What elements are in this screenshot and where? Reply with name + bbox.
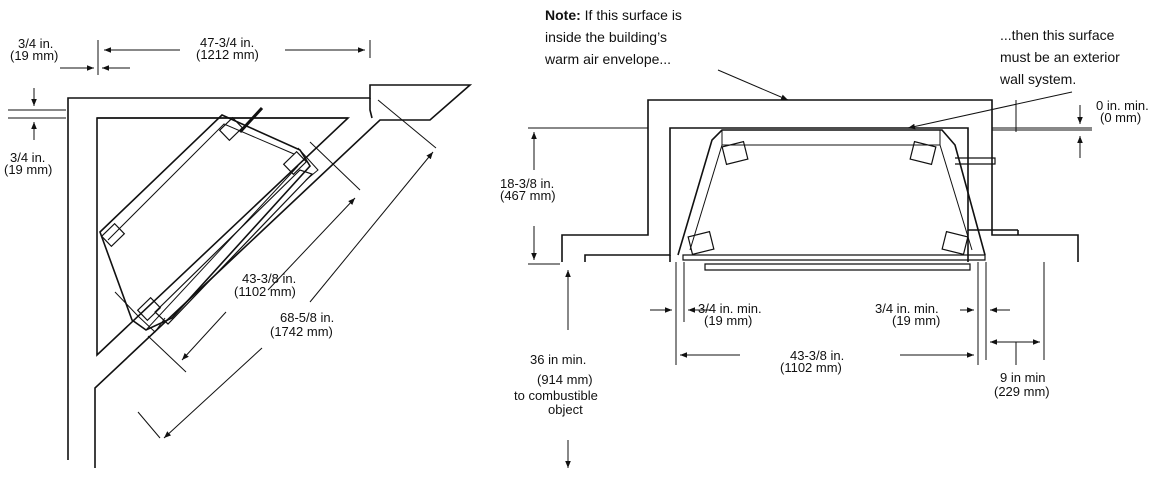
note-left-line1-text: If this surface is: [581, 7, 682, 23]
dim-depth-line1: 18-3/8 in.: [500, 176, 554, 191]
dim-diag-outer-line2: (1742 mm): [270, 324, 333, 339]
dim-front-line4: object: [548, 402, 583, 417]
dim-side-left-line1: 3/4 in. min.: [698, 301, 762, 316]
note-left-line1: Note: If this surface is: [545, 7, 682, 23]
dim-side-left-line2: (19 mm): [704, 313, 752, 328]
dim-left-small-line2: (19 mm): [4, 162, 52, 177]
note-right-line3: wall system.: [999, 71, 1076, 87]
dim-front-line2: (914 mm): [537, 372, 593, 387]
dim-front-line1: 36 in min.: [530, 352, 586, 367]
dim-side-right-line2: (19 mm): [892, 313, 940, 328]
dim-depth-line2: (467 mm): [500, 188, 556, 203]
corner-fireplace-unit: [99, 106, 319, 333]
note-left-line3: warm air envelope...: [544, 51, 671, 67]
note-right-line1: ...then this surface: [1000, 27, 1115, 43]
dim-width-line2: (1102 mm): [780, 360, 842, 375]
flush-outer-wall: [561, 99, 1079, 262]
dim-top-small-line1: 3/4 in.: [18, 36, 53, 51]
note-left-line2: inside the building’s: [545, 29, 667, 45]
dim-clear-top-line2: (0 mm): [1100, 110, 1141, 125]
right-flush-view: [528, 69, 1092, 468]
right-labels: Note: If this surface is inside the buil…: [500, 7, 1149, 417]
dim-side-wall-line1: 9 in min: [1000, 370, 1046, 385]
dim-diag-inner-line2: (1102 mm): [234, 284, 296, 299]
flush-inner-wall: [584, 127, 1018, 262]
note-bold-label: Note:: [545, 7, 581, 23]
flush-fireplace-unit: [677, 129, 996, 271]
dim-top-small-line2: (19 mm): [10, 48, 58, 63]
dim-side-right-line1: 3/4 in. min.: [875, 301, 939, 316]
dim-front-line3: to combustible: [514, 388, 598, 403]
left-dimension-lines: [8, 40, 437, 439]
dim-left-small-line1: 3/4 in.: [10, 150, 45, 165]
note-right-line2: must be an exterior: [1000, 49, 1120, 65]
dim-diag-inner-line1: 43-3/8 in.: [242, 271, 296, 286]
left-dimension-labels: 3/4 in. (19 mm) 47-3/4 in. (1212 mm) 3/4…: [4, 35, 334, 339]
dim-side-wall-line2: (229 mm): [994, 384, 1050, 399]
dim-clear-top-line1: 0 in. min.: [1096, 98, 1149, 113]
dim-width-line1: 43-3/8 in.: [790, 348, 844, 363]
dim-top-width-line2: (1212 mm): [196, 47, 259, 62]
right-dimension-lines: [528, 69, 1092, 468]
left-corner-view: [8, 40, 473, 468]
dim-top-width-line1: 47-3/4 in.: [200, 35, 254, 50]
dim-diag-outer-line1: 68-5/8 in.: [280, 310, 334, 325]
